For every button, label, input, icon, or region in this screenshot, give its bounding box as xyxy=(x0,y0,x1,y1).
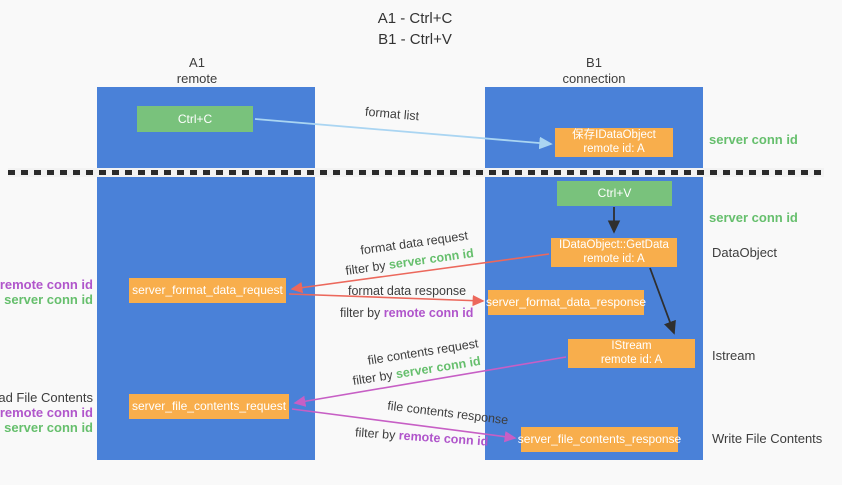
left-remote-conn-id-1: remote conn id xyxy=(0,277,93,292)
filter-by-text: filter by xyxy=(354,425,396,443)
column-a1-name: A1 xyxy=(189,55,205,70)
label-filter-by-remote-conn-id-2: filter by remote conn id xyxy=(355,425,489,448)
side-label-server-conn-id-mid: server conn id xyxy=(709,210,798,225)
left-server-conn-id-2: server conn id xyxy=(4,419,93,435)
side-label-istream: Istream xyxy=(712,348,756,363)
node-idataobject-getdata-line1: IDataObject::GetData xyxy=(559,238,669,251)
node-ctrl-c-label: Ctrl+C xyxy=(177,111,213,126)
node-istream-line1: IStream xyxy=(611,339,652,352)
filter-by-text: filter by xyxy=(351,367,394,389)
node-ctrl-v-label: Ctrl+V xyxy=(597,186,632,201)
column-b1-subtitle: connection xyxy=(562,71,626,87)
node-server-format-data-request-label: server_format_data_request xyxy=(132,283,283,298)
column-header-a1: A1 remote xyxy=(88,55,306,88)
label-format-list: format list xyxy=(364,104,420,124)
filter-by-text: filter by xyxy=(340,306,381,320)
node-server-format-data-response-label: server_format_data_response xyxy=(485,295,647,310)
label-filter-by-remote-conn-id-1: filter by remote conn id xyxy=(340,306,473,320)
node-save-idataobject-line1: 保存IDataObject xyxy=(572,128,656,141)
remote-conn-id-text: remote conn id xyxy=(398,428,489,449)
label-format-data-response: format data response xyxy=(348,284,467,298)
filter-by-text: filter by xyxy=(344,258,387,278)
remote-conn-id-text: remote conn id xyxy=(383,306,474,320)
node-server-file-contents-response: server_file_contents_response xyxy=(517,427,682,452)
diagram-title: A1 - Ctrl+C B1 - Ctrl+V xyxy=(0,8,830,50)
node-server-format-data-request: server_format_data_request xyxy=(129,278,286,303)
node-ctrl-c: Ctrl+C xyxy=(137,106,253,132)
side-label-write-file-contents: Write File Contents xyxy=(712,431,823,446)
node-idataobject-getdata: IDataObject::GetData remote id: A xyxy=(551,238,677,267)
node-server-file-contents-request: server_file_contents_request xyxy=(129,394,289,419)
left-label-group-file: Read File Contents remote conn id server… xyxy=(0,390,93,436)
left-remote-conn-id-2: remote conn id xyxy=(0,404,93,420)
left-label-group-format: remote conn id server conn id xyxy=(0,277,93,308)
title-line-1: A1 - Ctrl+C xyxy=(377,10,453,27)
left-server-conn-id-1: server conn id xyxy=(4,291,93,307)
node-save-idataobject-line2: remote id: A xyxy=(583,142,645,155)
node-ctrl-v: Ctrl+V xyxy=(557,181,672,206)
node-server-format-data-response: server_format_data_response xyxy=(485,290,647,315)
node-idataobject-getdata-line2: remote id: A xyxy=(583,252,645,265)
node-save-idataobject: 保存IDataObject remote id: A xyxy=(555,128,673,157)
title-line-2: B1 - Ctrl+V xyxy=(378,31,452,48)
column-header-b1: B1 connection xyxy=(485,55,703,88)
node-server-file-contents-request-label: server_file_contents_request xyxy=(131,399,287,414)
column-b1-name: B1 xyxy=(586,55,602,70)
side-label-server-conn-id-top: server conn id xyxy=(709,132,798,147)
node-istream-line2: remote id: A xyxy=(600,353,663,366)
side-label-dataobject: DataObject xyxy=(712,245,778,260)
node-server-file-contents-response-label: server_file_contents_response xyxy=(517,432,682,447)
column-a1-subtitle: remote xyxy=(176,71,218,87)
node-istream: IStream remote id: A xyxy=(568,339,695,368)
left-read-file-contents: Read File Contents xyxy=(0,390,93,405)
